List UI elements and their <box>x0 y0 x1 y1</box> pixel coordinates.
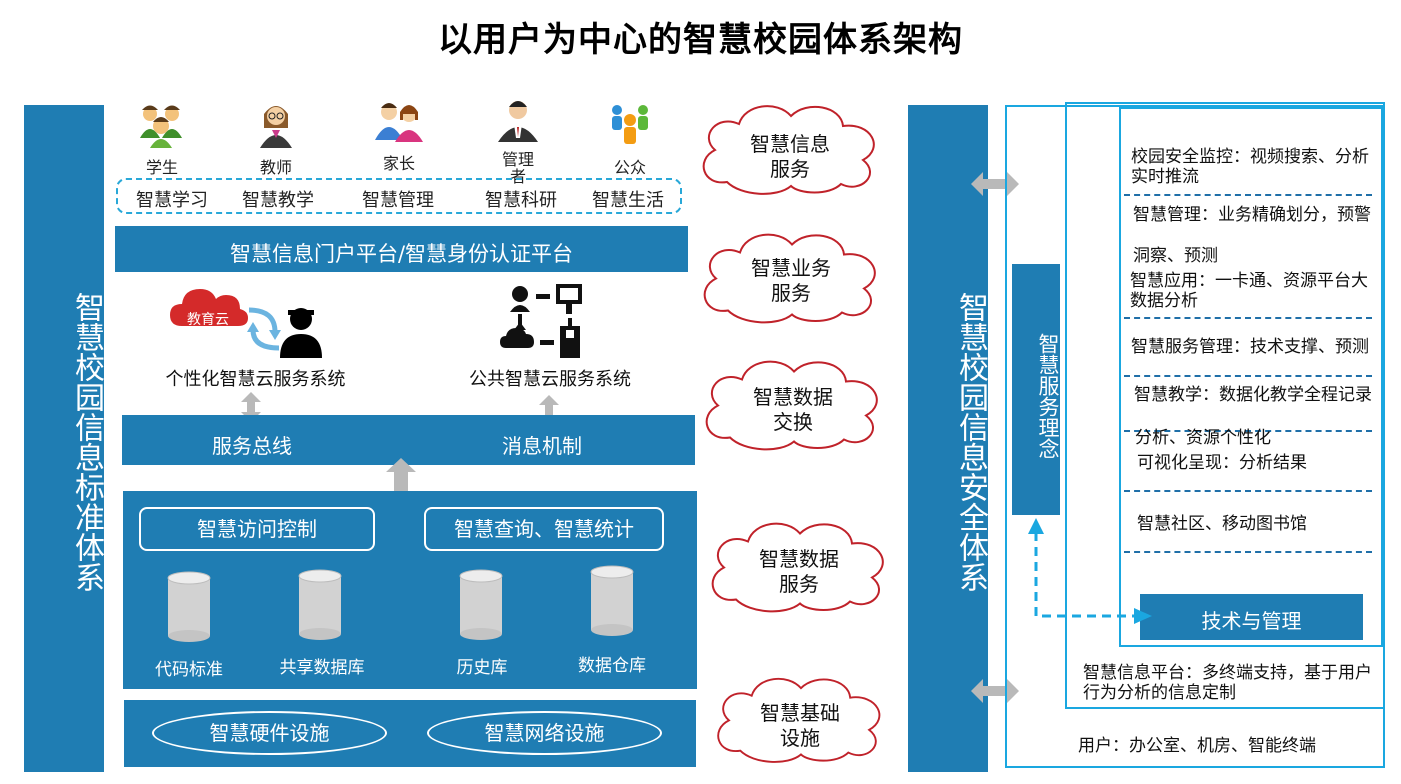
message-mechanism-label: 消息机制 <box>502 434 582 458</box>
functions-box <box>116 178 682 214</box>
teacher-icon <box>260 106 292 148</box>
hardware-oval: 智慧硬件设施 <box>152 711 387 755</box>
feedback-arrow <box>1028 518 1152 624</box>
network-diagram-icon <box>500 284 582 358</box>
cloud-shape <box>702 105 875 195</box>
access-control-box: 智慧访问控制 <box>139 507 375 551</box>
edu-cloud-icon <box>170 289 248 326</box>
person-icon <box>280 308 322 358</box>
cloud-shape <box>711 522 884 613</box>
inner-frame <box>1119 107 1383 647</box>
cloud-label: 智慧信息服务 <box>750 132 830 181</box>
security-column <box>908 105 988 772</box>
divider <box>1124 430 1372 432</box>
function-label: 智慧生活 <box>592 190 664 211</box>
query-statistics-box: 智慧查询、智慧统计 <box>424 507 664 551</box>
page-title: 以用户为中心的智慧校园体系架构 <box>438 20 963 60</box>
right-item: 分析、资源个性化 <box>1135 428 1271 448</box>
edu-cloud-badge: 教育云 <box>187 312 229 328</box>
portal-bar-label: 智慧信息门户平台/智慧身份认证平台 <box>229 242 574 266</box>
tech-management-label: 技术与管理 <box>1201 609 1302 633</box>
role-teacher: 教师 <box>236 100 316 177</box>
role-label: 公众 <box>613 158 646 177</box>
cloud-shape <box>717 677 881 763</box>
service-bus-bar <box>122 415 695 465</box>
function-label: 智慧学习 <box>136 190 208 211</box>
database-icon <box>298 569 342 640</box>
role-label: 学生 <box>145 158 178 177</box>
cloud-shape <box>705 360 878 451</box>
divider <box>1124 375 1372 377</box>
parents-icon <box>375 103 423 142</box>
divider <box>1124 551 1372 553</box>
network-oval: 智慧网络设施 <box>427 711 662 755</box>
database-label: 历史库 <box>456 658 508 678</box>
right-item: 可视化呈现：分析结果 <box>1137 453 1307 473</box>
system-label: 个性化智慧云服务系统 <box>165 369 346 390</box>
standards-column <box>24 105 104 772</box>
service-concept-box <box>1012 264 1060 515</box>
database-icon <box>167 571 211 642</box>
role-parents: 家长 <box>359 100 439 174</box>
role-label: 管理者 <box>501 150 534 186</box>
service-concept-label: 智慧服务理念 <box>1036 333 1060 459</box>
platform-text: 智慧信息平台：多终端支持，基于用户行为分析的信息定制 <box>1083 663 1372 703</box>
database-label: 代码标准 <box>155 660 223 680</box>
role-public: 公众 <box>590 100 670 177</box>
cloud-shape <box>703 233 876 324</box>
right-item: 智慧教学：数据化教学全程记录 <box>1134 385 1372 405</box>
students-icon <box>140 105 182 148</box>
database-icon <box>590 565 634 636</box>
right-item: 洞察、预测 <box>1133 246 1218 266</box>
user-text: 用户：办公室、机房、智能终端 <box>1078 736 1316 756</box>
right-item: 校园安全监控：视频搜索、分析实时推流 <box>1131 147 1369 187</box>
database-icon <box>459 569 503 640</box>
function-label: 智慧教学 <box>242 190 314 211</box>
database-label: 共享数据库 <box>279 658 365 678</box>
middle-frame <box>1065 102 1385 709</box>
double-arrow-icon <box>241 392 261 422</box>
cloud-label: 智慧数据服务 <box>759 547 839 596</box>
function-label: 智慧科研 <box>485 190 557 211</box>
right-item: 智慧服务管理：技术支撑、预测 <box>1131 337 1369 357</box>
cloud-label: 智慧数据交换 <box>753 385 833 434</box>
sync-arrows-icon <box>247 307 281 351</box>
cloud-label: 智慧业务服务 <box>751 256 831 305</box>
standards-column-label: 智慧校园信息标准体系 <box>69 292 104 592</box>
public-icon <box>612 105 648 144</box>
role-label: 教师 <box>259 158 292 177</box>
role-manager: 管理者 <box>478 98 558 185</box>
cloud-label: 智慧基础设施 <box>760 701 840 750</box>
role-label: 家长 <box>382 154 415 173</box>
function-label: 智慧管理 <box>362 190 434 211</box>
divider <box>1124 194 1372 196</box>
horizontal-arrow-icon <box>971 679 1019 703</box>
right-item: 智慧应用：一卡通、资源平台大数据分析 <box>1130 271 1368 311</box>
portal-bar <box>115 226 688 272</box>
manager-icon <box>498 101 538 142</box>
system-label: 公共智慧云服务系统 <box>469 369 631 390</box>
tech-management-box <box>1140 594 1363 640</box>
horizontal-arrow-icon <box>971 172 1019 196</box>
right-item: 智慧管理：业务精确划分，预警 <box>1133 205 1371 225</box>
right-item: 智慧社区、移动图书馆 <box>1137 514 1307 534</box>
divider <box>1124 317 1372 319</box>
role-student: 学生 <box>122 104 202 177</box>
database-label: 数据仓库 <box>578 656 646 676</box>
security-column-label: 智慧校园信息安全体系 <box>953 292 988 592</box>
service-bus-label: 服务总线 <box>212 434 292 458</box>
divider <box>1124 490 1372 492</box>
